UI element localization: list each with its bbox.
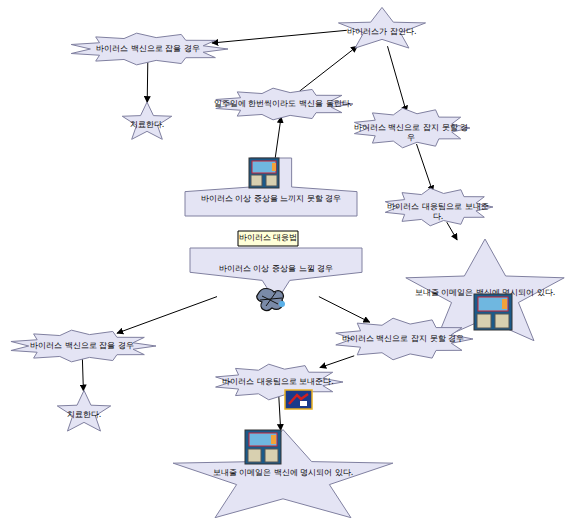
node-text: 바이러스 이상 증상을 느끼지 못할 경우: [185, 194, 357, 204]
shape-fill: [338, 7, 425, 48]
node-text: 바이러스 백신으로 잡지 못할 경우: [333, 334, 473, 344]
case-burst: 바이러스 백신으로 잡을 경우: [68, 33, 228, 65]
node-text: 치료한다.: [122, 120, 172, 130]
shape-outline: [185, 158, 357, 216]
shape-fill: [238, 231, 298, 246]
arrow-connector: [320, 356, 354, 368]
node-text: 바이러스 대응팀으로 보내준다.: [213, 377, 343, 387]
shape-fill: [122, 102, 172, 139]
shape-fill: [57, 390, 110, 431]
arrow-connector: [274, 117, 281, 164]
note-star: 보내줄 이메일은 백신에 명시되어 있다.: [172, 420, 394, 524]
arrow-connector: [212, 30, 347, 43]
result-star: 바이러스가 잡인다.: [338, 3, 426, 51]
node-text: 바이러스 백신으로 잡을 경우: [68, 44, 228, 54]
computer-icon: [249, 158, 279, 188]
action-burst: 바이러스 대응팀으로 보내준다.: [383, 188, 493, 226]
action-burst: 바이러스 대응팀으로 보내준다.: [213, 364, 343, 400]
node-text: 보내줄 이메일은 백신에 명시되어 있다.: [405, 288, 565, 298]
node-text: 바이러스 이상 증상을 느낄 경우: [190, 264, 362, 274]
node-text: 바이러스 백신으로 잡지 못할 경우: [352, 123, 470, 143]
case-burst: 바이러스 백신으로 잡을 경우: [8, 330, 156, 362]
action-burst: 일주일에 한번씩이라도 백신을 돌린다.: [213, 88, 353, 120]
arrow-connector: [82, 359, 83, 391]
title-label: 바이러스 대응법: [238, 231, 298, 246]
node-text: 바이러스가 잡인다.: [338, 27, 426, 37]
condition-arrow: 바이러스 이상 증상을 느낄 경우: [190, 248, 362, 302]
result-star: 치료한다.: [57, 386, 111, 434]
arrow-connector: [279, 396, 281, 430]
case-burst: 바이러스 백신으로 잡지 못할 경우: [352, 108, 470, 148]
arrow-connector: [319, 297, 370, 323]
case-burst: 바이러스 백신으로 잡지 못할 경우: [333, 318, 473, 360]
virus-scribble: [257, 289, 285, 311]
node-text: 바이러스 대응법: [238, 233, 298, 243]
computer-icon: [474, 294, 512, 330]
mail-icon: [285, 390, 312, 409]
arrow-connector: [417, 144, 433, 192]
shape-fill: [185, 158, 357, 216]
condition-arrow: 바이러스 이상 증상을 느끼지 못할 경우: [185, 158, 357, 216]
shape-outline: [190, 248, 362, 302]
computer-icon: [245, 430, 281, 464]
node-text: 바이러스 백신으로 잡을 경우: [8, 341, 156, 351]
node-text: 치료한다.: [57, 410, 111, 420]
node-text: 보내줄 이메일은 백신에 명시되어 있다.: [172, 468, 394, 478]
arrow-connector: [447, 222, 457, 240]
result-star: 치료한다.: [122, 98, 172, 142]
arrow-connector: [300, 46, 358, 91]
arrow-connector: [117, 297, 217, 334]
node-text: 일주일에 한번씩이라도 백신을 돌린다.: [213, 99, 353, 109]
node-text: 바이러스 대응팀으로 보내준다.: [383, 202, 493, 222]
shape-fill: [190, 248, 362, 302]
arrow-connector: [147, 62, 149, 103]
arrow-connector: [388, 46, 407, 112]
